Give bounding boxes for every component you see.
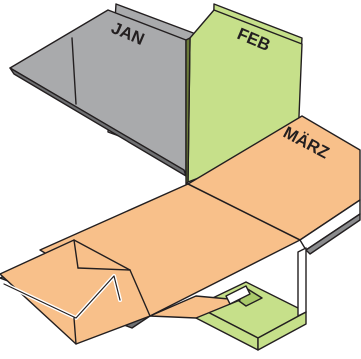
flap-fold-line-1 — [73, 239, 79, 269]
maerz-side-edge-grey — [305, 213, 361, 255]
jan-front-panel — [9, 9, 187, 173]
jan-fold-line — [71, 37, 77, 105]
maerz-fold-line — [187, 183, 301, 241]
flap-connector-highlight — [225, 285, 251, 305]
flap-connector — [149, 295, 241, 319]
feb-left-edge — [185, 37, 191, 185]
lower-box-side — [257, 311, 307, 351]
jan-panel: JAN — [9, 3, 197, 177]
flap-fold-line-3 — [73, 317, 77, 345]
folded-flap — [0, 239, 251, 345]
flap-fold-line-2 — [77, 267, 131, 271]
flap-main — [0, 239, 151, 345]
flap-crease-line — [3, 275, 121, 319]
support-post — [297, 247, 307, 317]
